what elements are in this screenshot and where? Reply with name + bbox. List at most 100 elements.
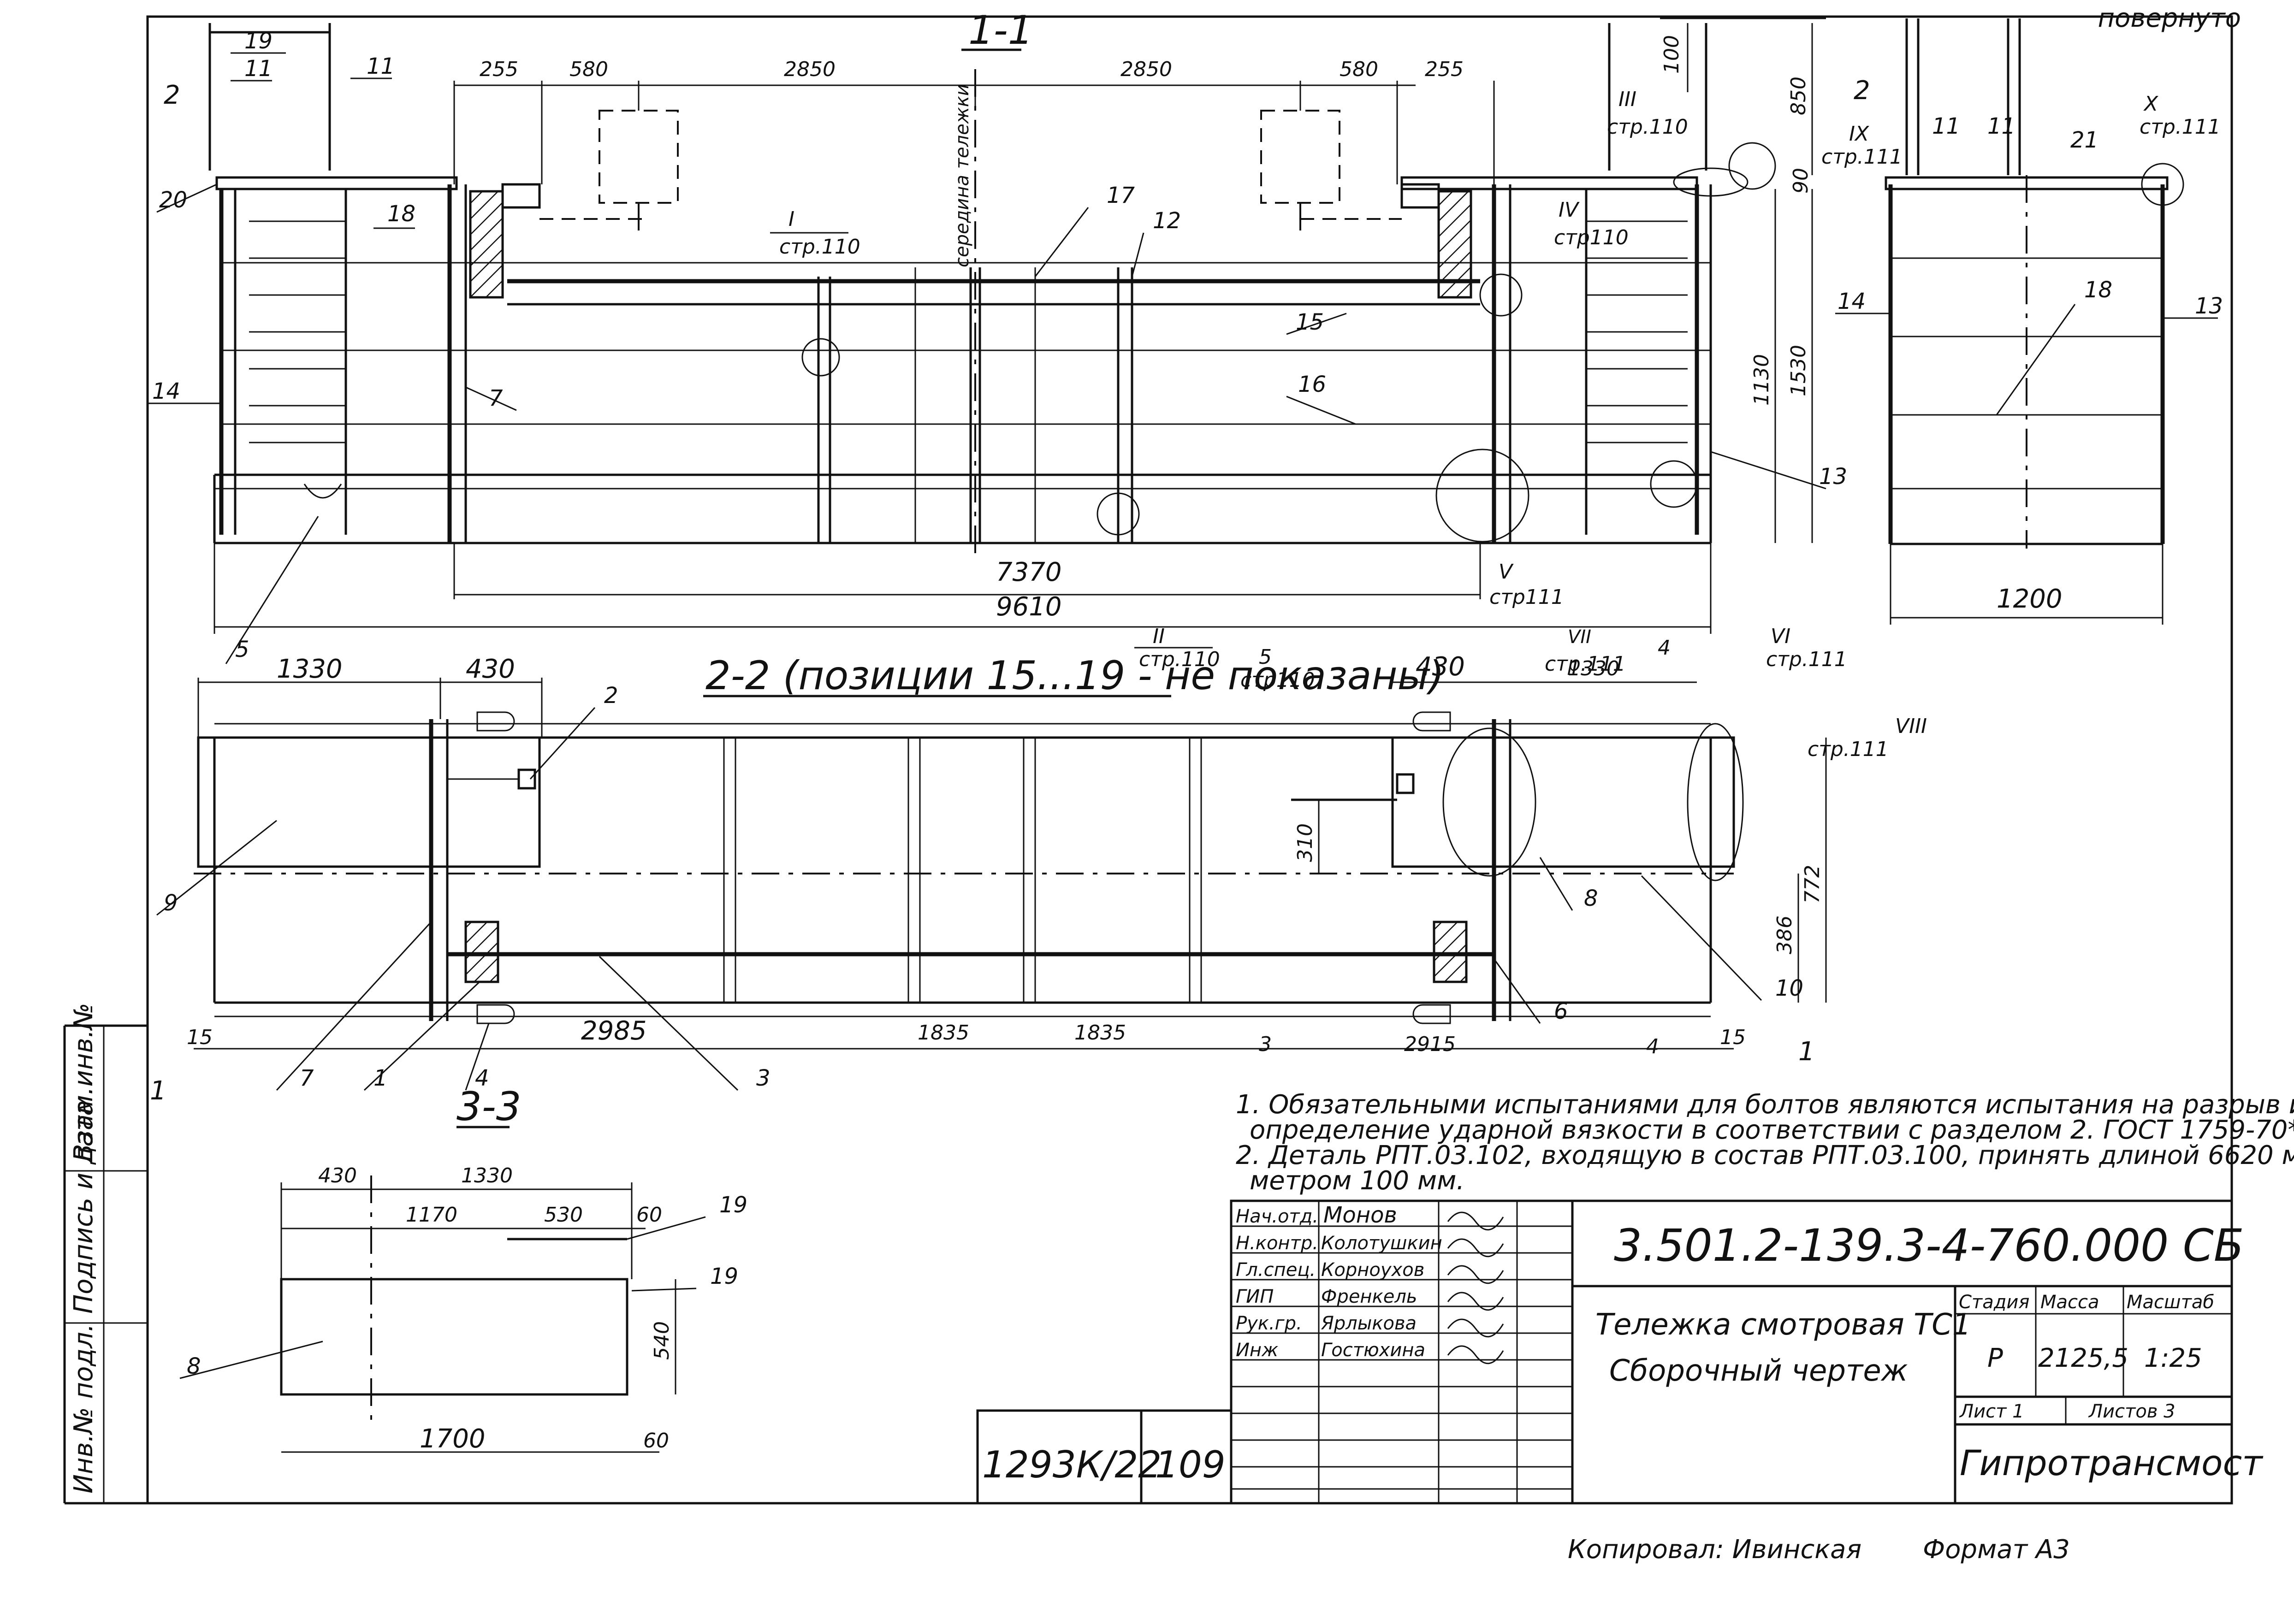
dim-1200: 1200 bbox=[1997, 584, 2063, 614]
dim-22-430-left: 430 bbox=[466, 654, 515, 684]
signature-1 bbox=[1447, 1238, 1504, 1258]
dim-772: 772 bbox=[1801, 865, 1824, 904]
side-view: 1200 bbox=[1885, 18, 2169, 625]
sheets-label: Листов 3 bbox=[2088, 1401, 2175, 1422]
callout-side-13: 13 bbox=[2195, 293, 2223, 319]
dim-33-60b: 60 bbox=[643, 1429, 669, 1453]
callout-33-19a: 19 bbox=[719, 1192, 747, 1218]
detail-ref-III-page: стр.110 bbox=[1607, 115, 1688, 139]
detail-ref-5-page: стр110 bbox=[1240, 668, 1315, 692]
dim-22-2985: 2985 bbox=[581, 1016, 647, 1046]
callout-22-1: 1 bbox=[373, 1065, 388, 1091]
detail-ref-IV-page: стр110 bbox=[1554, 226, 1629, 249]
callout-side-11b: 11 bbox=[1987, 113, 2015, 139]
center-label: середина тележки bbox=[952, 84, 973, 267]
org-name: Гипротрансмост bbox=[1960, 1442, 2264, 1483]
dim-33-1700: 1700 bbox=[420, 1424, 486, 1454]
dim-22-1330-right: 1330 bbox=[1568, 657, 1619, 680]
signer-role-5: Инж bbox=[1236, 1340, 1278, 1361]
dim-22-2915: 2915 bbox=[1404, 1033, 1456, 1056]
title-line-2: Сборочный чертеж bbox=[1609, 1354, 1908, 1388]
callout-22-7: 7 bbox=[300, 1065, 314, 1091]
mass-label: Масса bbox=[2040, 1292, 2099, 1313]
detail-ref-X-page: стр.111 bbox=[2140, 115, 2221, 139]
callout-13: 13 bbox=[1819, 464, 1847, 490]
dim-22-15-right: 15 bbox=[1720, 1026, 1746, 1049]
detail-ref-III: III bbox=[1618, 88, 1636, 111]
note-line-2: определение ударной вязкости в соответст… bbox=[1250, 1115, 2294, 1145]
dim-33-1330: 1330 bbox=[461, 1164, 513, 1187]
side-stamp: Инв.№ подл. Подпись и дата Взам.инв.№ bbox=[69, 1003, 99, 1494]
left-drive-block bbox=[469, 190, 504, 299]
dim-7370: 7370 bbox=[996, 557, 1062, 587]
left-ladder bbox=[208, 23, 458, 535]
dimensions-2-2: 1330 430 430 1330 15 2985 1835 1835 2915… bbox=[187, 652, 1827, 1056]
cut-2-left: 2 bbox=[164, 80, 180, 110]
detail-ref-VIII-page: стр.111 bbox=[1808, 738, 1889, 761]
stamp-sign-date: Подпись и дата bbox=[69, 1100, 99, 1314]
callout-side-14: 14 bbox=[1838, 289, 1866, 314]
section-3-3-plate bbox=[280, 1278, 628, 1396]
callout-22-8: 8 bbox=[1584, 886, 1598, 911]
dim-33-430: 430 bbox=[318, 1164, 357, 1187]
page-number: 109 bbox=[1155, 1443, 1226, 1486]
cut-1-left: 1 bbox=[150, 1076, 166, 1106]
section-2-2-title: 2-2 (позиции 15...19 - не показаны) bbox=[705, 653, 1444, 699]
callout-18: 18 bbox=[387, 201, 415, 227]
callouts-2-2: 2 9 7 1 4 3 8 6 10 bbox=[156, 683, 1803, 1091]
scale-value: 1:25 bbox=[2144, 1343, 2202, 1373]
callout-11b: 11 bbox=[367, 53, 395, 79]
callouts-1-1: 19 11 11 20 18 14 7 5 17 12 15 16 13 11 … bbox=[148, 28, 2223, 664]
detail-ref-IX-page: стр.111 bbox=[1821, 145, 1903, 169]
section-1-1-elevation: 1-1 bbox=[208, 7, 2184, 553]
detail-ref-X: X bbox=[2143, 92, 2158, 116]
detail-ref-VI: VI bbox=[1771, 625, 1790, 648]
signer-name-1: Колотушкин bbox=[1321, 1233, 1442, 1254]
dim-255-right: 255 bbox=[1425, 58, 1464, 81]
dim-22-15-left: 15 bbox=[187, 1026, 213, 1049]
cut-4-top: 4 bbox=[1658, 636, 1671, 660]
dimensions-1-1: 255 580 2850 2850 580 255 7370 9610 1130… bbox=[213, 18, 1826, 634]
title-line-1: Тележка смотровая ТС1 bbox=[1595, 1308, 1971, 1342]
detail-ref-I-page: стр.110 bbox=[779, 235, 860, 259]
signer-name-0: Монов bbox=[1323, 1202, 1397, 1228]
copied-by: Копировал: Ивинская bbox=[1568, 1535, 1861, 1565]
detail-ref-IX: IX bbox=[1849, 122, 1869, 146]
dim-1130: 1130 bbox=[1750, 354, 1773, 406]
dim-22-1835b: 1835 bbox=[1074, 1021, 1126, 1045]
callout-11a: 11 bbox=[244, 56, 273, 82]
section-1-1-title: 1-1 bbox=[968, 7, 1033, 53]
dim-33-530: 530 bbox=[544, 1203, 583, 1227]
signer-name-3: Френкель bbox=[1321, 1286, 1417, 1307]
detail-ref-VIII: VIII bbox=[1895, 715, 1927, 738]
callout-22-6: 6 bbox=[1554, 998, 1568, 1024]
callout-14: 14 bbox=[152, 378, 180, 404]
scale-label: Масштаб bbox=[2127, 1292, 2214, 1313]
callout-19: 19 bbox=[244, 28, 273, 54]
detail-ref-II: II bbox=[1153, 625, 1165, 648]
signer-role-3: ГИП bbox=[1236, 1286, 1274, 1307]
signature-4 bbox=[1447, 1318, 1504, 1338]
callout-12: 12 bbox=[1153, 208, 1181, 234]
mass-value: 2125,5 bbox=[2038, 1343, 2128, 1373]
format-label: Формат А3 bbox=[1923, 1535, 2070, 1565]
signer-role-2: Гл.спец. bbox=[1236, 1259, 1316, 1281]
dim-22-430-right: 430 bbox=[1416, 652, 1465, 682]
cut-marks: 2 2 1 1 3 4 4 bbox=[150, 76, 1870, 1106]
dim-9610: 9610 bbox=[996, 592, 1062, 622]
signer-name-2: Корноухов bbox=[1321, 1259, 1424, 1281]
signature-2 bbox=[1447, 1265, 1504, 1284]
dim-255-left: 255 bbox=[480, 58, 518, 81]
dim-2850-left: 2850 bbox=[784, 58, 836, 81]
dim-33-60: 60 bbox=[636, 1203, 662, 1227]
callout-22-2: 2 bbox=[604, 683, 618, 709]
dim-100: 100 bbox=[1660, 35, 1683, 74]
signer-name-4: Ярлыкова bbox=[1321, 1313, 1417, 1334]
dim-386: 386 bbox=[1773, 915, 1796, 954]
callout-22-3: 3 bbox=[756, 1065, 771, 1091]
note-line-1: 1. Обязательными испытаниями для болтов … bbox=[1236, 1090, 2294, 1120]
stage-value: Р bbox=[1987, 1343, 2003, 1373]
signer-name-5: Гостюхина bbox=[1321, 1340, 1425, 1361]
callout-21: 21 bbox=[2070, 127, 2098, 153]
